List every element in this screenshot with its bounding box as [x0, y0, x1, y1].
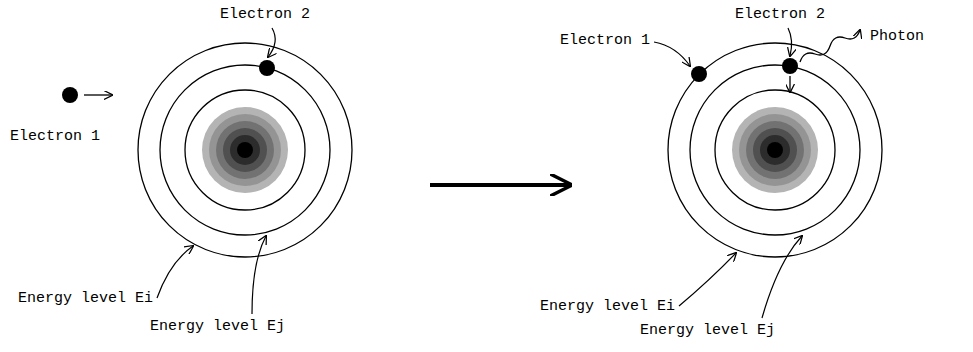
- text-label: Electron 1: [10, 128, 100, 146]
- text-label: Energy level Ej: [640, 322, 775, 340]
- transition-arrow-small: [789, 76, 790, 92]
- text-label: Energy level Ej: [150, 318, 285, 336]
- leader-line: [268, 28, 275, 57]
- photon-wave: [800, 30, 860, 62]
- text-label: Energy level Ei: [540, 298, 675, 316]
- leader-line: [788, 28, 792, 56]
- electron-dot: [782, 58, 798, 74]
- electron-dot: [259, 60, 275, 76]
- leader-line: [762, 236, 802, 318]
- leader-line: [157, 246, 193, 298]
- atom-left: [138, 43, 352, 257]
- text-label: Electron 2: [220, 6, 310, 24]
- electron-dot: [62, 87, 78, 103]
- electron-dot: [691, 66, 707, 82]
- leader-line: [252, 236, 266, 314]
- leader-line: [654, 42, 690, 66]
- transition-arrow: [430, 183, 570, 187]
- nucleus-right: [732, 107, 818, 193]
- text-label: Electron 2: [735, 6, 825, 24]
- text-label: Photon: [870, 28, 924, 46]
- motion-arrow: [84, 94, 112, 95]
- nucleus-left: [202, 107, 288, 193]
- text-label: Electron 1: [560, 32, 650, 50]
- text-label: Energy level Ei: [18, 290, 153, 308]
- atom-right: [668, 43, 882, 257]
- leader-line: [679, 253, 736, 306]
